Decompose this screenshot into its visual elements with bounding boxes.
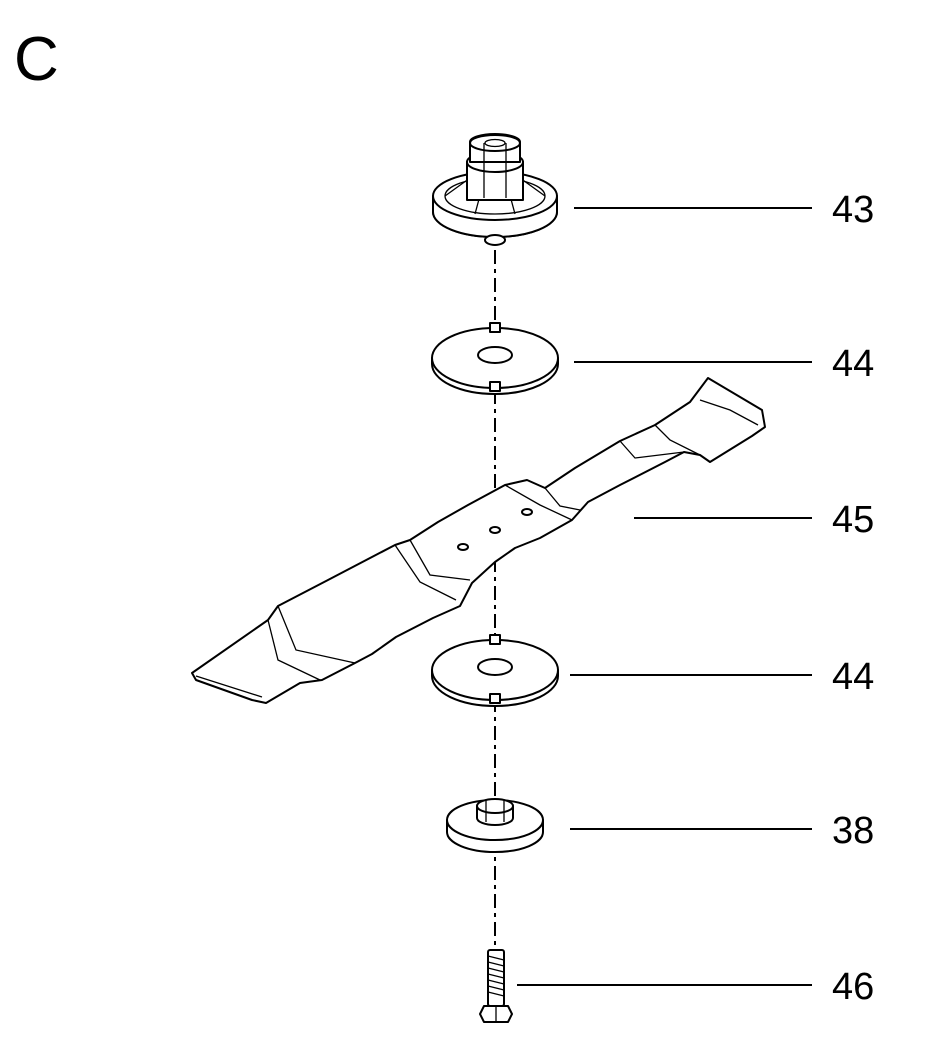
part-43-blade-hub (432, 133, 558, 246)
callout-44-upper: 44 (832, 343, 874, 385)
section-label: C (14, 25, 59, 94)
part-46-bolt (479, 949, 513, 1023)
callout-44-lower: 44 (832, 656, 874, 698)
part-38-nut-washer (446, 798, 544, 853)
callout-43: 43 (832, 189, 874, 231)
callout-38: 38 (832, 810, 874, 852)
part-45-cutting-blade (191, 377, 766, 704)
part-44-lower-washer (431, 634, 559, 707)
callout-46: 46 (832, 966, 874, 1008)
part-44-upper-washer (431, 322, 559, 395)
callout-45: 45 (832, 499, 874, 541)
